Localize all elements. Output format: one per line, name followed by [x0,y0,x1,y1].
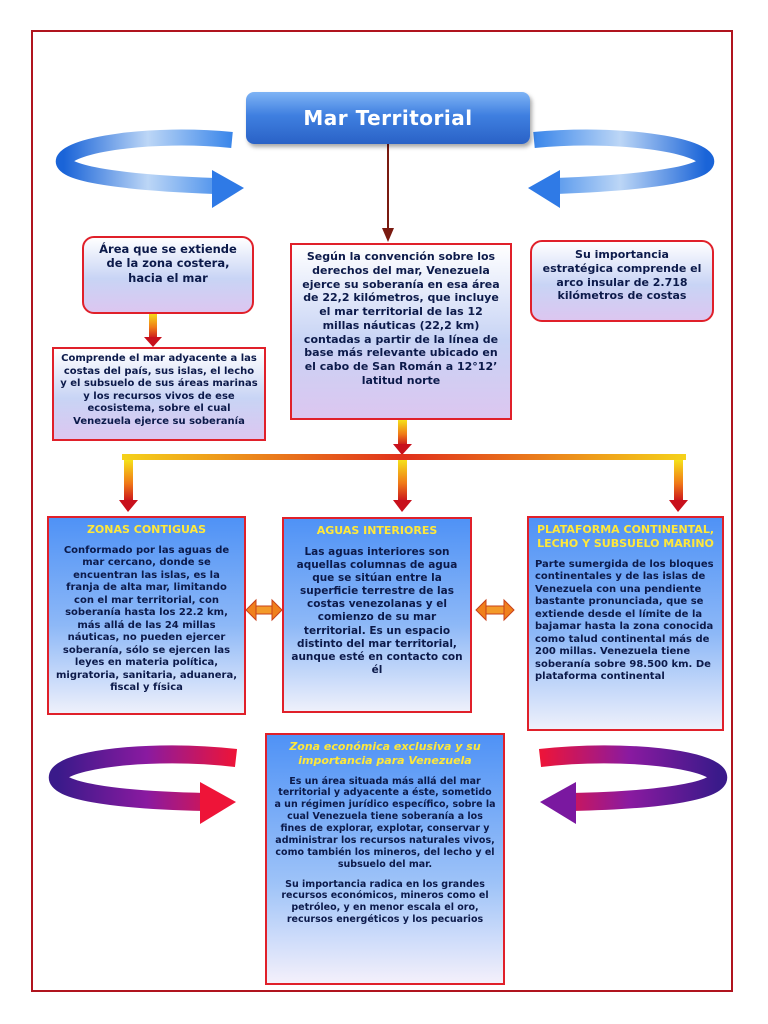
aguas-interiores-box: AGUAS INTERIORES Las aguas interiores so… [282,517,472,713]
convention-text: Según la convención sobre los derechos d… [300,250,502,388]
zonas-contiguas-title: ZONAS CONTIGUAS [55,523,238,537]
zee-text-definition: Es un área situada más allá del mar terr… [274,776,496,871]
swirl-arrow-bottom-right [540,754,718,824]
plataforma-box: PLATAFORMA CONTINENTAL, LECHO Y SUBSUELO… [527,516,724,731]
scope-box: Comprende el mar adyacente a las costas … [52,347,266,441]
diagram-title: Mar Territorial [246,92,530,144]
zee-title: Zona económica exclusiva y su importanci… [274,740,496,768]
double-arrow-left [246,600,282,620]
importance-box: Su importancia estratégica comprende el … [530,240,714,322]
connector-left-down [144,313,162,347]
swirl-arrow-top-right [528,138,706,208]
zee-text-importance: Su importancia radica en los grandes rec… [274,879,496,927]
zee-box: Zona económica exclusiva y su importanci… [265,733,505,985]
definition-box: Área que se extiende de la zona costera,… [82,236,254,314]
connector-down-center [393,460,412,512]
connector-down-left [119,460,138,512]
aguas-interiores-title: AGUAS INTERIORES [291,524,463,538]
swirl-arrow-bottom-left [58,754,236,824]
connector-title-center [382,144,394,242]
connector-center-down [393,420,412,455]
definition-text: Área que se extiende de la zona costera,… [90,242,246,285]
swirl-arrow-top-left [64,138,244,208]
aguas-interiores-text: Las aguas interiores son aquellas column… [291,546,463,677]
connector-down-right [669,460,688,512]
zonas-contiguas-box: ZONAS CONTIGUAS Conformado por las aguas… [47,516,246,715]
plataforma-title: PLATAFORMA CONTINENTAL, LECHO Y SUBSUELO… [535,523,716,551]
importance-text: Su importancia estratégica comprende el … [540,248,704,303]
plataforma-text: Parte sumergida de los bloques continent… [535,559,716,684]
convention-box: Según la convención sobre los derechos d… [290,243,512,420]
double-arrow-right [476,600,514,620]
zonas-contiguas-text: Conformado por las aguas de mar cercano,… [55,545,238,695]
connector-horizontal-bar [122,454,686,460]
scope-text: Comprende el mar adyacente a las costas … [60,353,258,428]
